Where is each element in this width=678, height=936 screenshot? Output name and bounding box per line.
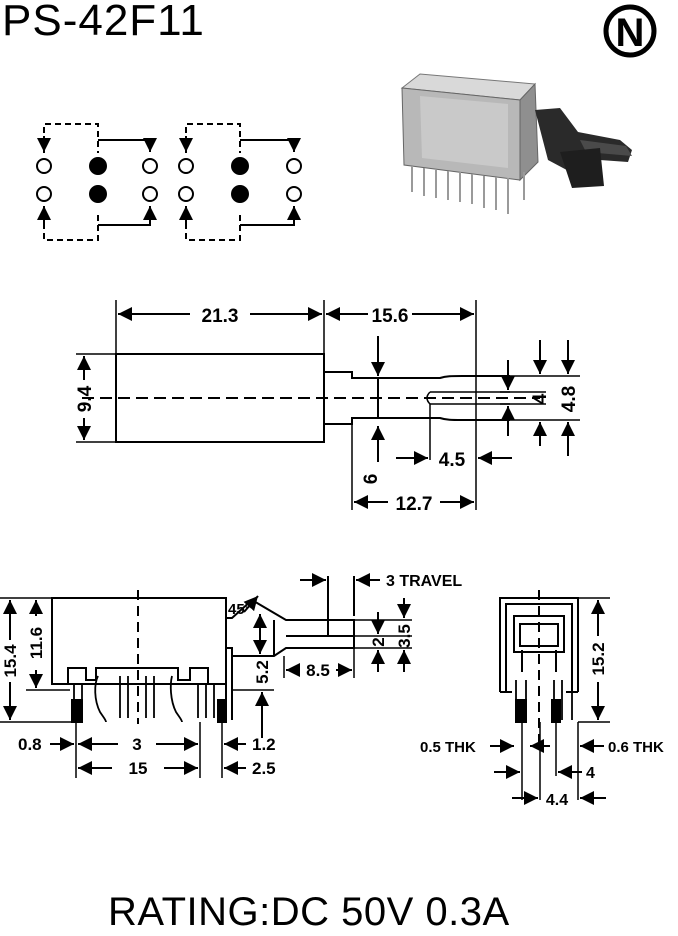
dim-4-5: 4.5 [439, 450, 466, 471]
dim-15-6: 15.6 [372, 306, 409, 327]
dim-1-2: 1.2 [252, 735, 276, 754]
rating-text: RATING:DC 50V 0.3A [108, 890, 510, 934]
dim-end-4: 4 [586, 765, 595, 782]
dim-4-4: 4.4 [546, 792, 568, 809]
dim-9-4: 9.4 [75, 385, 96, 412]
dim-angle: 45° [228, 601, 251, 618]
dim-3-5: 3.5 [395, 624, 414, 648]
end-view-labels: 15.2 0.5 THK 0.6 THK 4 4.4 [420, 642, 664, 809]
front-view [0, 573, 412, 778]
dim-2: 2 [369, 637, 388, 646]
end-view [490, 590, 610, 805]
dim-12-7: 12.7 [396, 494, 433, 515]
dim-0-8: 0.8 [18, 735, 42, 754]
dim-15-4: 15.4 [1, 644, 20, 678]
circuit-schematic [36, 123, 302, 241]
dim-21-3: 21.3 [202, 306, 239, 327]
dim-5-2: 5.2 [253, 660, 272, 684]
dim-15-2: 15.2 [589, 642, 608, 675]
dim-travel: 3 TRAVEL [386, 573, 462, 590]
side-view-labels: 21.3 15.6 9.4 4 4.8 4.5 6 12.7 [75, 306, 580, 515]
product-photo [400, 73, 632, 214]
model-title: PS-42F11 [2, 0, 205, 45]
dim-11-6: 11.6 [27, 627, 46, 659]
dim-0-6-thk: 0.6 THK [608, 739, 664, 756]
side-view [76, 300, 580, 510]
dim-4: 4 [530, 393, 551, 404]
logo-letter: N [616, 11, 645, 55]
dim-15: 15 [129, 759, 148, 778]
brand-logo: N [603, 4, 657, 58]
dim-2-5: 2.5 [252, 759, 276, 778]
dim-3: 3 [132, 735, 141, 754]
dim-4-8: 4.8 [559, 386, 580, 412]
schematic-section-1 [36, 123, 158, 241]
dim-8-5: 8.5 [306, 661, 330, 680]
front-view-labels: 3 TRAVEL 45° 15.4 11.6 2 3.5 5.2 8.5 0.8… [1, 573, 462, 778]
schematic-section-2 [178, 123, 302, 241]
dim-6: 6 [361, 474, 382, 485]
dim-0-5-thk: 0.5 THK [420, 739, 476, 756]
